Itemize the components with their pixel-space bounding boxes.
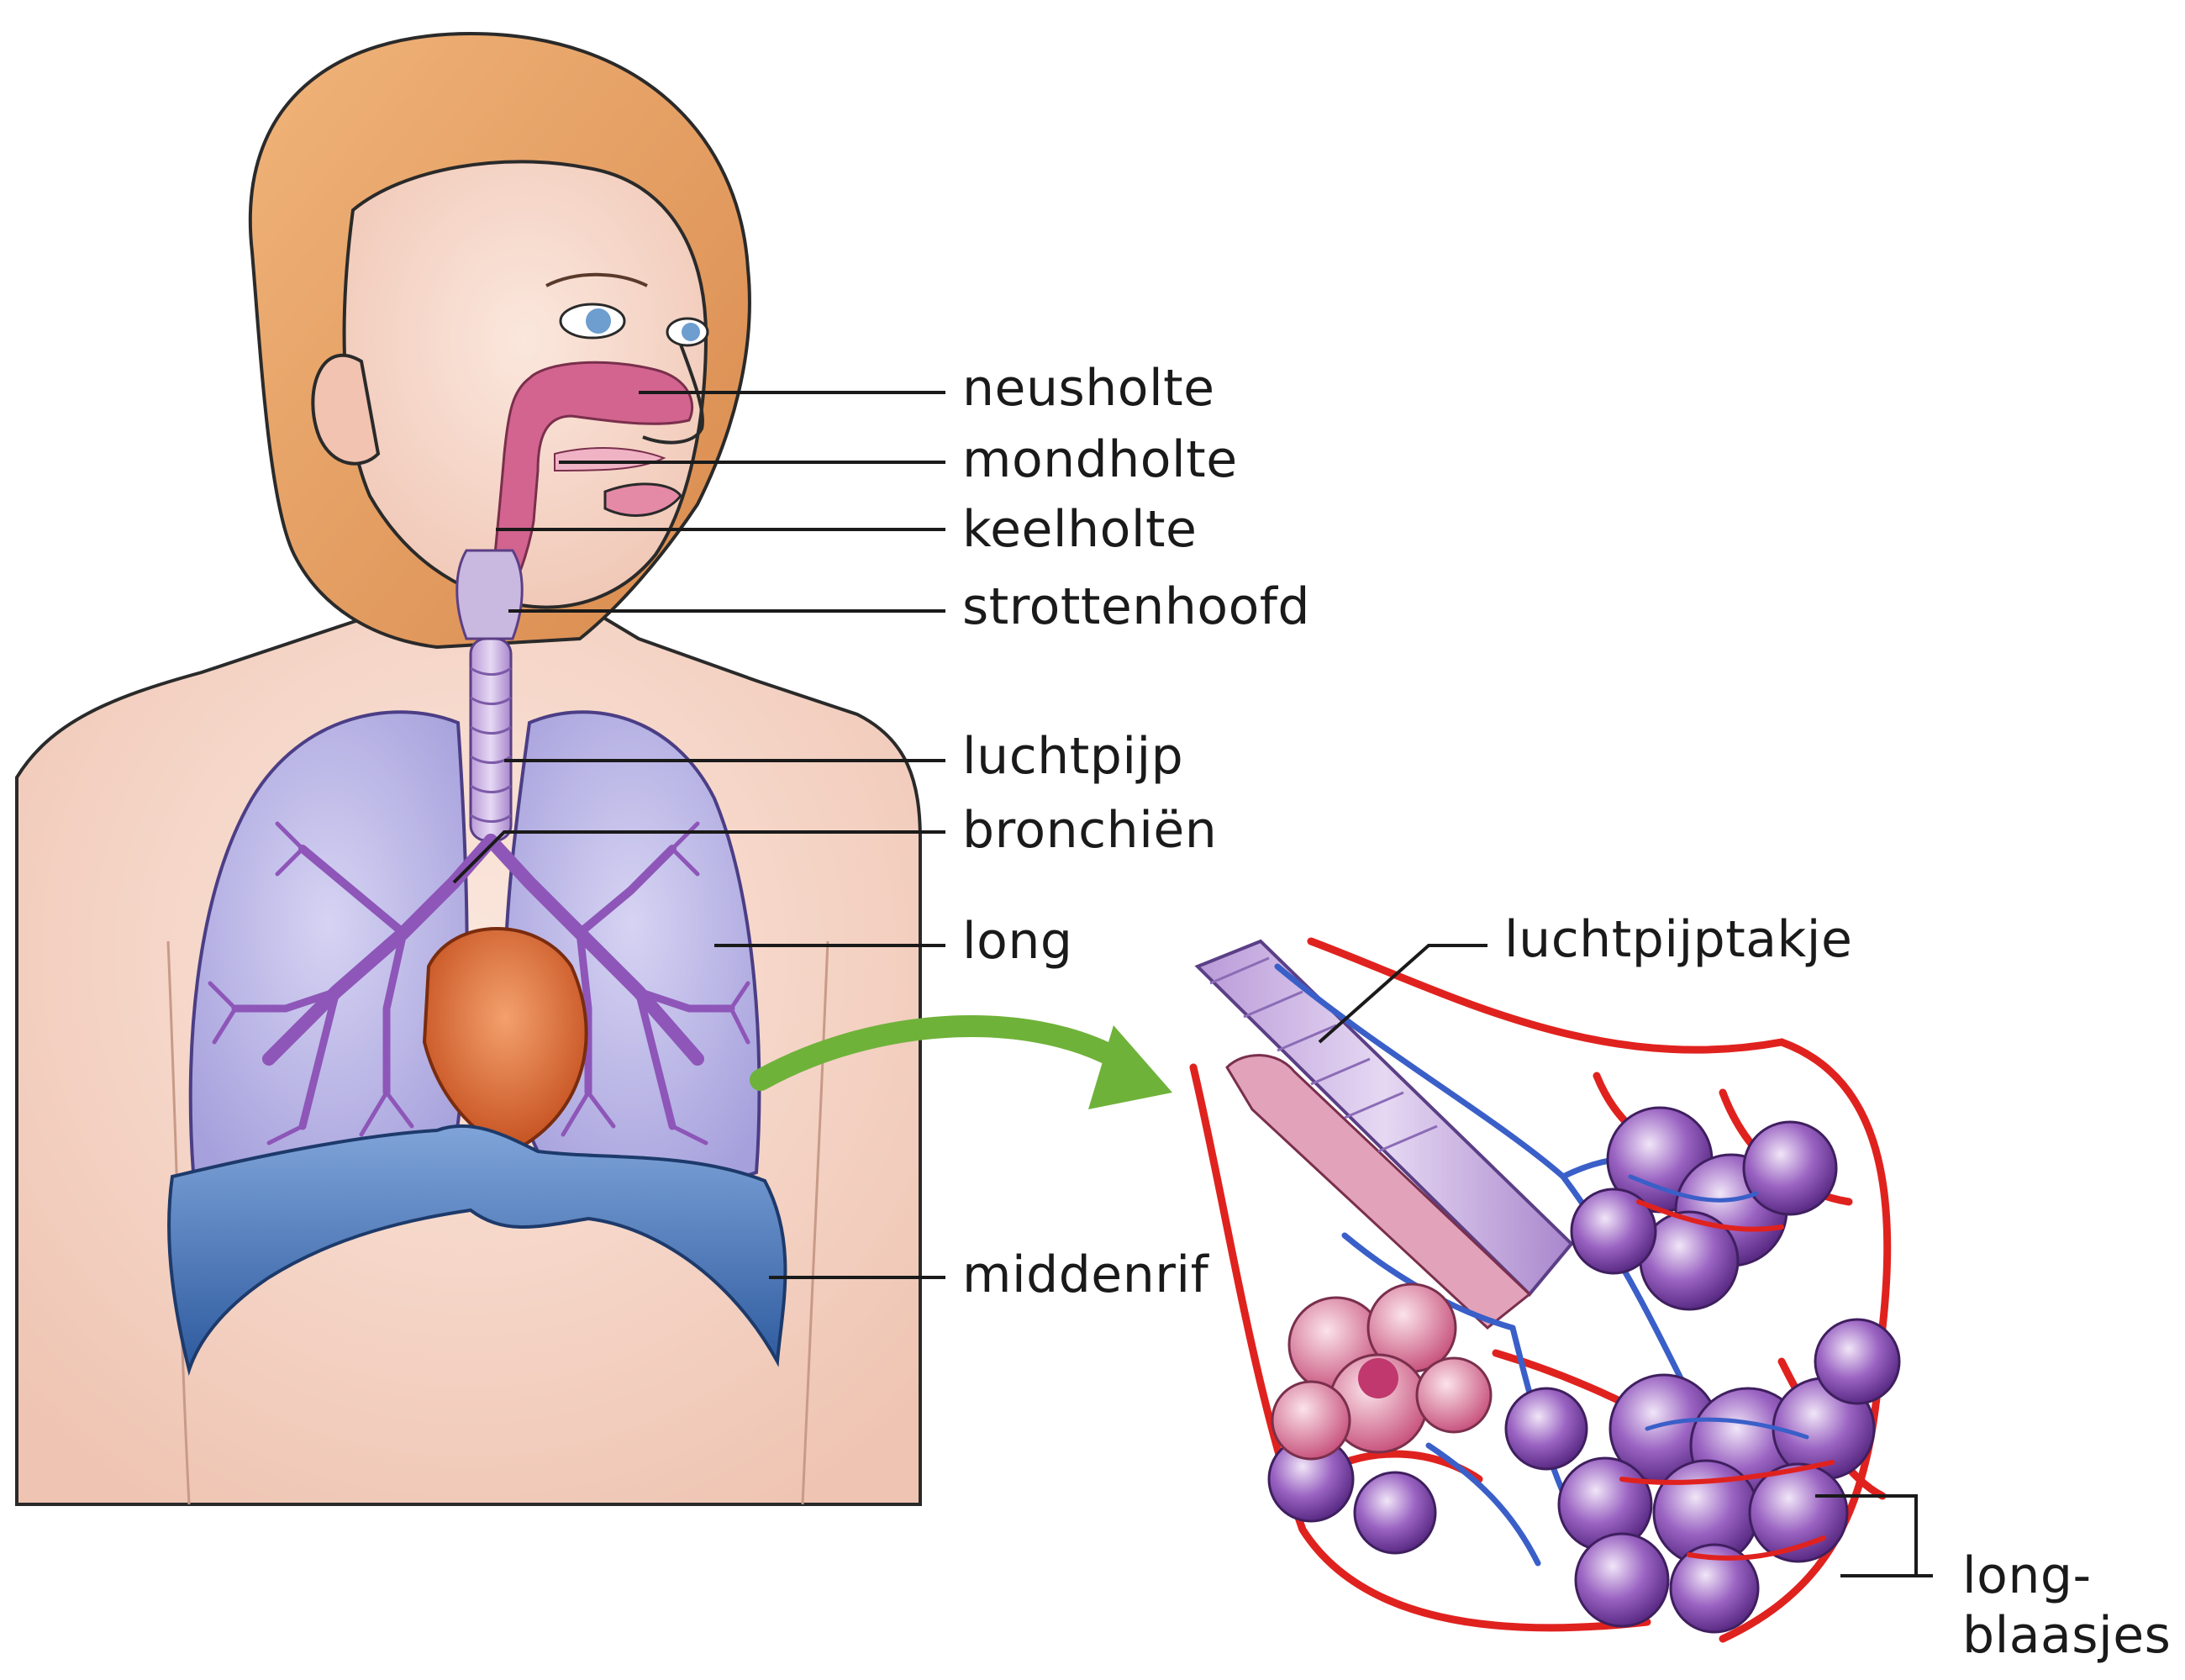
label-keelholte: keelholte [962,504,1197,555]
label-luchtpijptakje: luchtpijptakje [1504,914,1852,965]
label-long: long [962,916,1073,966]
label-bronchien: bronchiën [962,805,1217,856]
label-longblaasjes: long- blaasjes [1962,1546,2181,1666]
alveoli-detail [1193,941,1899,1639]
label-luchtpijp: luchtpijp [962,731,1183,782]
label-strottenhoofd: strottenhoofd [962,582,1310,632]
label-longblaasjes-line2: blaasjes [1962,1606,2181,1666]
label-mondholte: mondholte [962,434,1238,485]
label-neusholte: neusholte [962,363,1215,413]
label-middenrif: middenrif [962,1250,1208,1300]
label-longblaasjes-line1: long- [1962,1546,2181,1606]
